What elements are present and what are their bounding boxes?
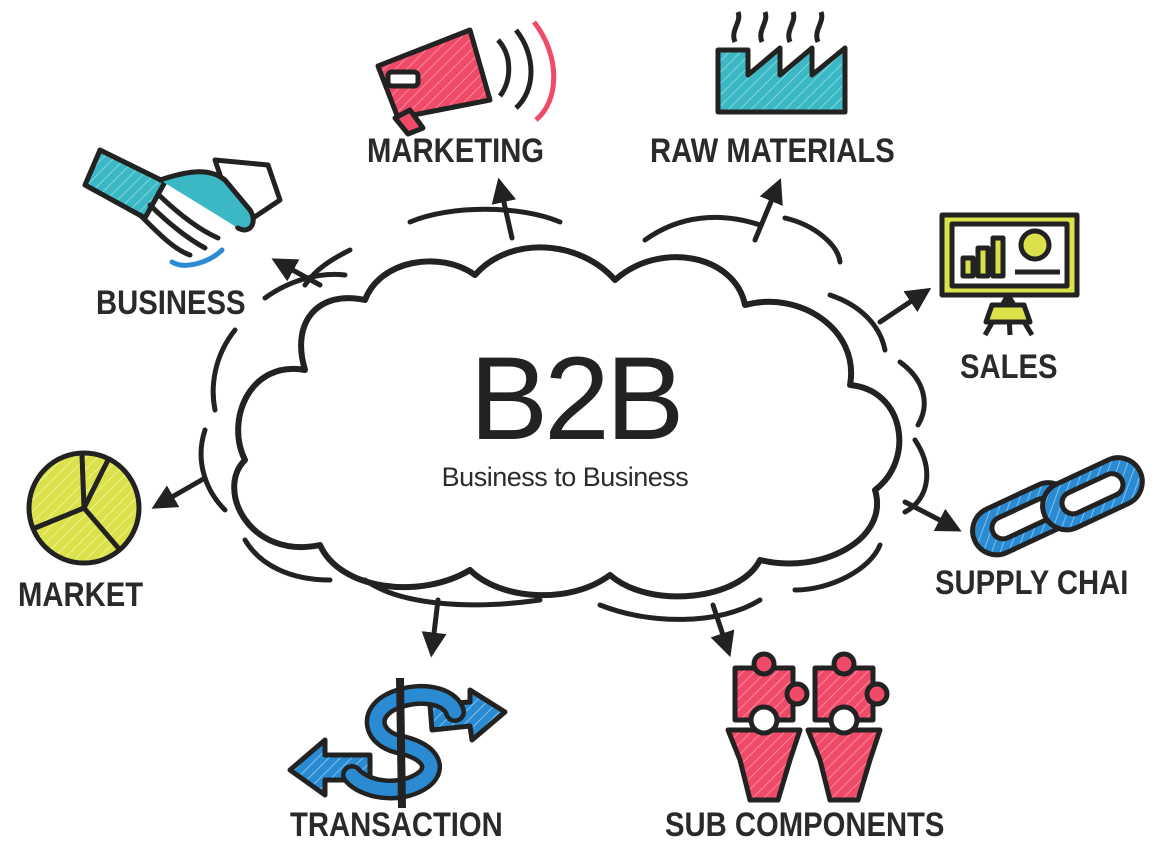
- center-title: B2B: [469, 333, 684, 465]
- presentation-board-icon: [939, 212, 1080, 337]
- pie-chart-icon: [26, 450, 142, 566]
- node-label-supply-chain: SUPPLY CHAI: [935, 564, 1129, 602]
- cloud-shape: [231, 244, 903, 600]
- factory-icon: [715, 11, 848, 115]
- chain-link-icon: [970, 455, 1145, 558]
- center-subtitle: Business to Business: [441, 462, 689, 492]
- dollar-exchange-icon: [287, 677, 508, 809]
- connector-arrows: [151, 177, 962, 658]
- node-label-marketing: MARKETING: [367, 132, 545, 170]
- node-label-sales: SALES: [960, 348, 1058, 386]
- node-label-sub-components: SUB COMPONENTS: [665, 806, 945, 844]
- megaphone-icon: [375, 20, 557, 137]
- node-label-business: BUSINESS: [96, 284, 246, 322]
- node-label-market: MARKET: [18, 576, 144, 614]
- handshake-icon: [82, 147, 283, 268]
- puzzle-pieces-icon: [725, 651, 890, 803]
- node-label-transaction: TRANSACTION: [290, 806, 503, 844]
- node-label-raw-materials: RAW MATERIALS: [650, 132, 895, 170]
